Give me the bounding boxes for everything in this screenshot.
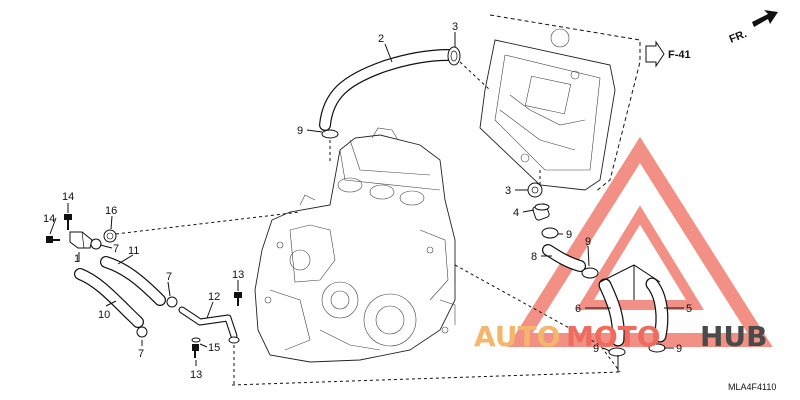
- watermark-text: AUTO MOTO HUB: [474, 320, 768, 353]
- watermark-part1: AUTO: [474, 320, 560, 353]
- hose-5: [645, 277, 669, 343]
- o-ring-9-right: [581, 267, 599, 279]
- o-ring-9-bottom-left: [608, 347, 626, 357]
- assembly-bracket-line: [489, 14, 641, 193]
- o-ring-7-hose-10: [136, 326, 148, 338]
- callout-15: 15: [208, 342, 220, 354]
- o-ring-9-upper: [321, 129, 339, 139]
- clamp-3-lower: [527, 182, 543, 198]
- callout-13-lower: 13: [190, 369, 202, 381]
- section-ref-arrow: [645, 40, 665, 68]
- callout-7-fitting: 7: [113, 243, 119, 255]
- o-ring-pipe-12: [228, 336, 240, 344]
- callout-3-lower: 3: [505, 185, 511, 197]
- watermark-part3: HUB: [700, 320, 768, 353]
- section-ref-label: F-41: [668, 49, 691, 61]
- callout-7-hose-11: 7: [166, 271, 172, 283]
- callout-16: 16: [105, 205, 117, 217]
- joint-4: [532, 203, 550, 221]
- callout-11: 11: [128, 245, 139, 257]
- callout-6: 6: [575, 303, 581, 315]
- pipe-12: [178, 306, 238, 340]
- bolt-13-lower: [192, 344, 199, 358]
- callout-9-bottom-left: 9: [593, 343, 599, 355]
- washer-15: [191, 337, 201, 343]
- o-ring-9-mid: [541, 227, 559, 239]
- callout-14-upper: 14: [62, 191, 74, 203]
- leader-lines: [49, 32, 684, 366]
- hose-11: [100, 256, 166, 306]
- bolt-13-upper: [234, 292, 242, 306]
- callout-8: 8: [531, 251, 537, 263]
- callout-10: 10: [98, 309, 110, 321]
- callout-4: 4: [513, 207, 519, 219]
- hose-2: [319, 49, 454, 131]
- direction-label: FR.: [728, 28, 749, 46]
- o-ring-16: [103, 229, 117, 243]
- o-ring-7-fitting: [90, 238, 102, 250]
- hose-6: [598, 278, 625, 347]
- callout-5: 5: [686, 303, 692, 315]
- hose-8: [542, 244, 586, 272]
- callout-9-upper: 9: [297, 125, 303, 137]
- front-direction-arrow-icon: [752, 10, 778, 27]
- bolt-14-upper: [64, 214, 72, 230]
- bolt-14-lower: [46, 236, 60, 243]
- watermark-logo: [507, 136, 773, 347]
- fitting-1: [69, 231, 93, 249]
- hose-10: [74, 268, 144, 328]
- callout-12: 12: [208, 291, 220, 303]
- clamp-3-upper: [447, 46, 461, 66]
- callout-2: 2: [378, 33, 384, 45]
- callout-7-hose-10: 7: [138, 348, 144, 360]
- callout-9-bottom-right: 9: [676, 343, 682, 355]
- engine-block: [254, 127, 456, 363]
- diagram-code: MLA4F4110: [728, 382, 776, 392]
- callout-13-upper: 13: [232, 269, 244, 281]
- callout-1: 1: [74, 253, 80, 265]
- throttle-body-unit: [479, 28, 616, 191]
- callout-9-mid: 9: [566, 229, 572, 241]
- callout-14-lower: 14: [43, 213, 55, 225]
- callout-labels: 2 3 9 3 4 9 8 9 6 5 9 9 14 14 16 1 7 11 …: [43, 21, 692, 381]
- callout-9-right: 9: [585, 236, 591, 248]
- watermark-part2: MOTO: [566, 320, 661, 353]
- o-ring-7-hose-11: [166, 296, 178, 308]
- callout-3-upper: 3: [452, 21, 458, 33]
